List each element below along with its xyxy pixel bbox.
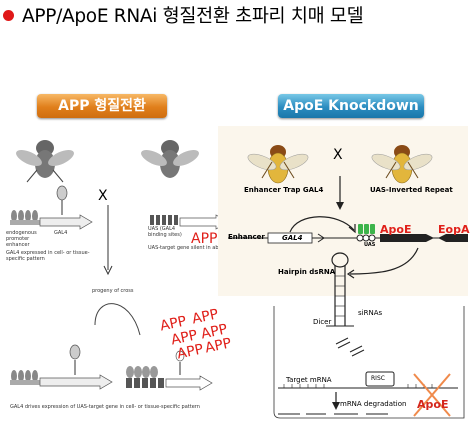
gal4-caption: GAL4 expressed in cell- or tissue-specif…: [6, 250, 90, 262]
apoe-degraded-label: ApoE: [417, 398, 449, 411]
gal4-box-label: GAL4: [282, 234, 303, 242]
enhancer-label: Enhancer: [228, 233, 265, 241]
gal4-construct: [10, 185, 93, 230]
fly-icon: [371, 145, 433, 184]
rnai-diagram: [228, 145, 468, 419]
progeny-label: progeny of cross: [92, 288, 134, 294]
hairpin-dsrna: [331, 252, 349, 326]
risc-label: RISC: [371, 375, 385, 382]
fly-icon: [141, 140, 199, 178]
apoe-knockdown-button[interactable]: ApoE Knockdown: [278, 94, 424, 118]
fly-icon: [247, 145, 309, 184]
cross-symbol-right: X: [333, 147, 343, 163]
app-side-label: APP: [191, 231, 218, 247]
degradation-label: mRNA degradation: [340, 400, 407, 408]
uas-construct: [150, 214, 229, 230]
uas-text-label: UAS: [364, 242, 376, 248]
fly-label-uas-ir: UAS-Inverted Repeat: [370, 186, 453, 194]
sirnas-label: siRNAs: [358, 309, 383, 317]
gal4-label: GAL4: [54, 230, 68, 236]
page-title: APP/ApoE RNAi 형질전환 초파리 치매 모델: [22, 6, 364, 27]
progeny-construct: [10, 303, 213, 391]
cross-symbol-left: X: [98, 188, 108, 204]
uas-label: UAS (GAL4 binding sites): [148, 226, 182, 238]
dicer-label: Dicer: [313, 318, 332, 326]
sirnas: [335, 337, 365, 357]
fly-label-gal4: Enhancer Trap GAL4: [244, 186, 324, 194]
endogenous-label: endogenous promoter enhancer: [6, 230, 37, 248]
hairpin-label: Hairpin dsRNA: [278, 268, 336, 276]
gal4-uas-diagram: [10, 140, 229, 391]
uas-binding-sites: [356, 224, 376, 242]
title-bullet: [3, 10, 14, 21]
fly-icon: [16, 140, 74, 183]
target-mrna-label: Target mRNA: [286, 376, 332, 384]
eopa-gene-label: EopA: [438, 223, 470, 236]
bottom-caption: GAL4 drives expression of UAS-target gen…: [10, 404, 200, 410]
apoe-gene-label: ApoE: [380, 223, 412, 236]
app-transgenic-button[interactable]: APP 형질전환: [37, 94, 167, 118]
uas-caption: UAS-target gene silent in absence of: [148, 245, 240, 251]
